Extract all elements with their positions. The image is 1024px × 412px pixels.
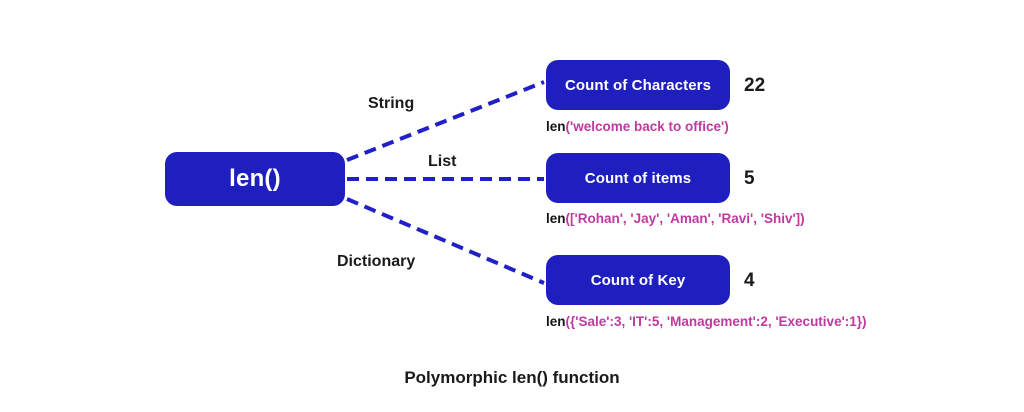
code-list-fn: len [546,211,566,226]
node-len-function: len() [165,152,345,206]
result-value-items: 5 [744,168,755,189]
code-string-fn: len [546,119,566,134]
edge-string [346,80,545,162]
code-list-args: (['Rohan', 'Jay', 'Aman', 'Ravi', 'Shiv'… [565,211,805,226]
node-count-of-characters: Count of Characters [546,60,730,110]
node-count-of-items-label: Count of items [584,169,692,187]
diagram-caption: Polymorphic len() function [404,368,620,387]
node-count-of-key: Count of Key [546,255,730,305]
code-dict-args: ({'Sale':3, 'IT':5, 'Management':2, 'Exe… [565,314,867,329]
edge-label-string: String [368,95,415,112]
edge-label-dictionary: Dictionary [337,253,416,270]
code-dict-fn: len [546,314,566,329]
node-count-of-items: Count of items [546,153,730,203]
node-len-function-label: len() [229,165,281,192]
result-value-characters: 22 [744,75,766,96]
code-string-args: ('welcome back to office') [565,119,729,134]
code-string-example: len('welcome back to office') [546,119,729,134]
edge-label-list: List [428,153,457,170]
code-list-example: len(['Rohan', 'Jay', 'Aman', 'Ravi', 'Sh… [546,211,805,226]
node-count-of-key-label: Count of Key [590,271,686,289]
result-value-keys: 4 [744,270,755,291]
node-count-of-characters-label: Count of Characters [564,76,712,94]
code-dict-example: len({'Sale':3, 'IT':5, 'Management':2, '… [546,314,867,329]
